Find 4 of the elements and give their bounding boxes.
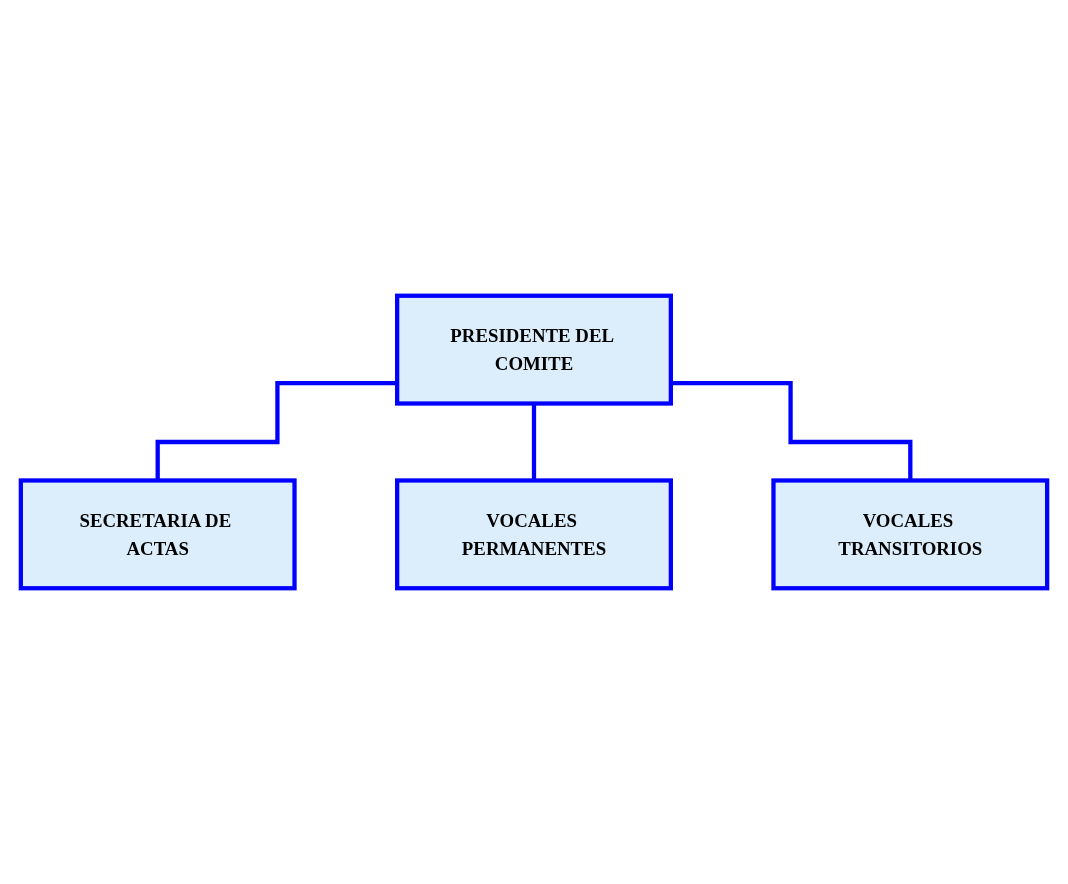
node-box: PRESIDENTE DEL COMITE xyxy=(395,293,673,406)
node-box: VOCALES TRANSITORIOS xyxy=(771,478,1050,591)
node-box: VOCALES PERMANENTES xyxy=(395,478,673,591)
node-box: SECRETARIA DE ACTAS xyxy=(18,478,297,591)
